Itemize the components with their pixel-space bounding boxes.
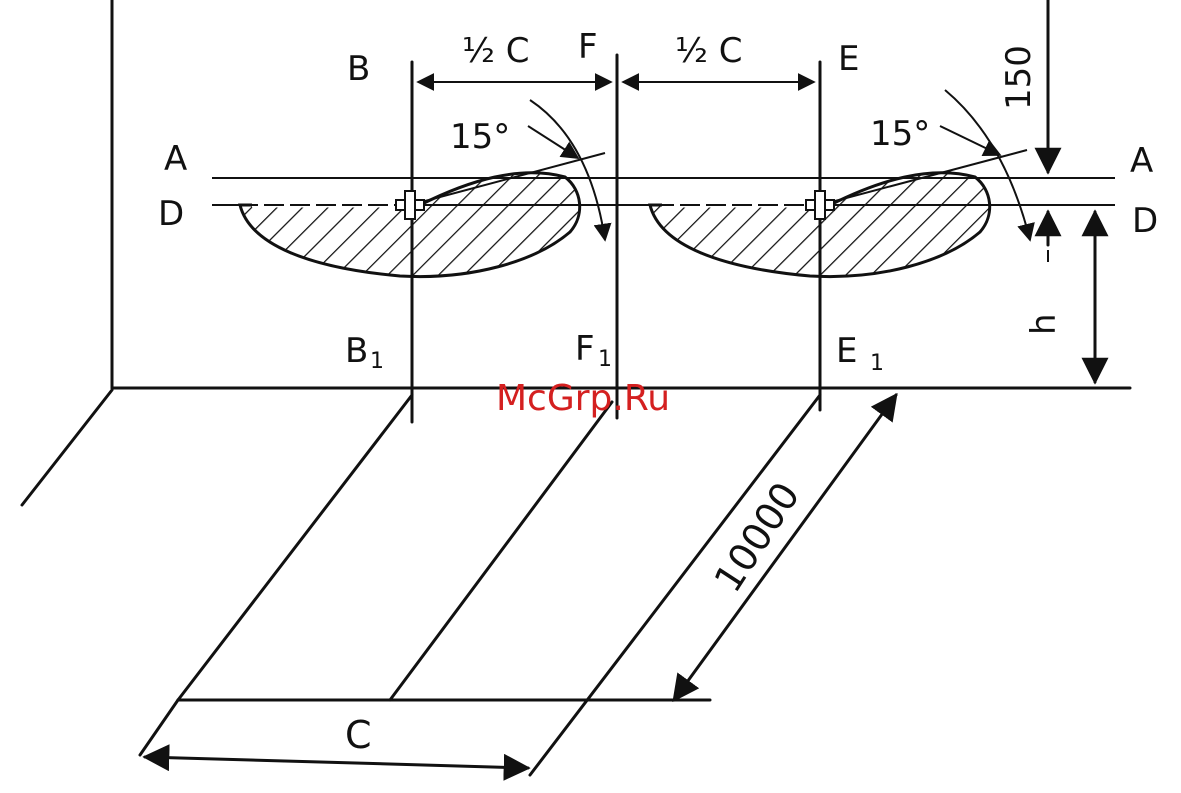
label-b1-sub: 1 <box>370 349 384 374</box>
label-f1: F <box>575 329 595 369</box>
label-a-right: A <box>1130 141 1153 181</box>
dim-half-c-left-text: ½ C <box>462 31 530 71</box>
dim-half-c-right-text: ½ C <box>675 31 743 71</box>
label-e1-sub: 1 <box>870 351 884 376</box>
dim-c-text: C <box>345 713 372 757</box>
watermark: McGrp.Ru <box>496 378 670 419</box>
label-a-left: A <box>164 139 187 179</box>
label-e1: E <box>836 331 857 371</box>
label-d-left: D <box>158 194 184 234</box>
beam-pattern-left <box>240 173 580 277</box>
floor-line-f <box>390 402 612 700</box>
dim-h-text: h <box>1024 313 1064 335</box>
label-e: E <box>838 39 859 79</box>
dim-angle-left-text: 15° <box>450 117 510 157</box>
dim-c <box>145 757 528 768</box>
angle-leader-right <box>940 126 1000 155</box>
dim-150-text: 150 <box>999 45 1039 110</box>
floor-perspective-left <box>22 390 112 505</box>
label-b: B <box>347 49 370 89</box>
label-f: F <box>578 27 598 67</box>
floor-line-b <box>178 395 412 700</box>
label-d-right: D <box>1132 201 1158 241</box>
label-b1: B <box>345 331 368 371</box>
dim-angle-right-text: 15° <box>870 114 930 154</box>
label-f1-sub: 1 <box>598 347 612 372</box>
floor-line-edge <box>140 700 178 755</box>
